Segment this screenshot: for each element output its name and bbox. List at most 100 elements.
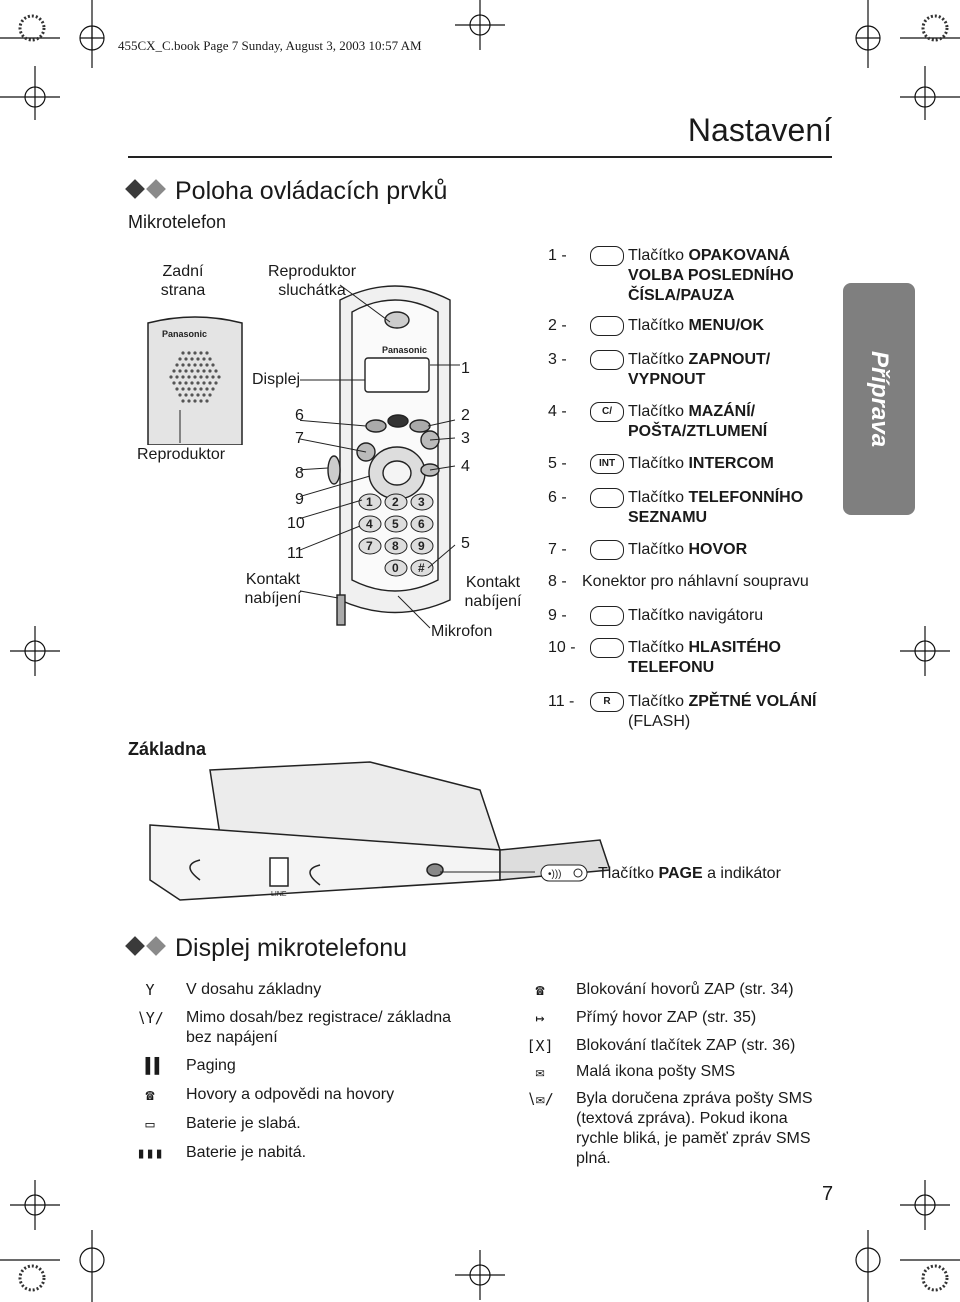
section-subtitle: Mikrotelefon — [128, 212, 227, 232]
antenna-flashing-icon: ∖Y∕ — [136, 1009, 164, 1027]
svg-text:LINE: LINE — [271, 891, 287, 898]
control-item-text: Tlačítko ZAPNOUT/ VYPNOUT — [628, 351, 771, 388]
keypad-key — [358, 537, 382, 555]
page-heading: Nastavení — [687, 112, 832, 148]
keypad-key-label: 2 — [392, 495, 399, 509]
antenna-icon: Y — [145, 981, 155, 999]
navigator-icon — [590, 606, 624, 626]
section-title: Poloha ovládacích prvků — [125, 177, 447, 206]
callout-9: 9 — [295, 491, 304, 508]
control-item-text: Tlačítko INTERCOM — [628, 455, 774, 472]
keypad-key — [358, 515, 382, 533]
control-item-number: 2 - — [548, 317, 567, 334]
base-illustration: LINE — [149, 761, 610, 901]
keypad-key-label: 3 — [418, 495, 425, 509]
keypad-key — [410, 537, 434, 555]
side-tab: Příprava — [843, 283, 915, 515]
direct-call-icon: ↦ — [535, 1009, 545, 1027]
speaker-icon — [590, 638, 624, 658]
keypad-key-label: 5 — [392, 517, 399, 531]
callout-2: 2 — [461, 407, 470, 424]
mail-icon: ✉ — [535, 1063, 545, 1081]
control-item-number: 7 - — [548, 541, 567, 558]
control-item-text: Konektor pro náhlavní soupravu — [582, 573, 809, 590]
clear-mail-icon: C/ — [590, 402, 624, 422]
control-item-number: 10 - — [548, 639, 576, 656]
control-item-number: 11 - — [548, 693, 575, 710]
legend-text: Blokování hovorů ZAP (str. 34) — [576, 981, 794, 998]
control-item-number: 8 - — [548, 573, 567, 590]
callout-3: 3 — [461, 430, 470, 447]
display-label: Displej — [252, 371, 301, 388]
page-button-label: Tlačítko PAGE a indikátor — [598, 865, 781, 882]
keypad-key — [384, 515, 408, 533]
keypad-key-label: 9 — [418, 539, 425, 553]
charge-contact-right-label: Kontakt nabíjení — [464, 574, 522, 610]
control-item-number: 3 - — [548, 351, 567, 368]
paging-icon: ▐▐ — [140, 1057, 160, 1075]
battery-full-icon: ▮▮▮ — [136, 1144, 164, 1162]
control-item-text: Tlačítko MENU/OK — [628, 317, 765, 334]
callout-4: 4 — [461, 458, 470, 475]
control-item-number: 5 - — [548, 455, 567, 472]
legend-text: Přímý hovor ZAP (str. 35) — [576, 1009, 757, 1026]
keypad-key-label: 8 — [392, 539, 399, 553]
page-button-icon: •))) — [540, 864, 588, 882]
power-icon — [590, 350, 624, 370]
callout-5: 5 — [461, 535, 470, 552]
charge-contact-left-label: Kontakt nabíjení — [244, 571, 302, 607]
call-block-icon: ☎ — [535, 981, 545, 999]
control-item-number: 9 - — [548, 607, 567, 624]
svg-text:Panasonic: Panasonic — [162, 329, 207, 339]
control-item-number: 6 - — [548, 489, 567, 506]
page-number: 7 — [822, 1183, 834, 1205]
keypad-key-label: 7 — [366, 539, 373, 553]
redial-icon — [590, 246, 624, 266]
speaker-label: Reproduktor — [137, 446, 226, 463]
diamond-icon — [125, 179, 145, 199]
callout-8: 8 — [295, 465, 304, 482]
callout-11: 11 — [287, 545, 304, 562]
svg-text:•))): •))) — [548, 869, 562, 880]
keypad-key — [384, 493, 408, 511]
legend-text: Mimo dosah/bez registrace/ základna bez … — [186, 1009, 452, 1046]
control-item-number: 4 - — [548, 403, 567, 420]
keypad-key-label: 0 — [392, 561, 399, 575]
ear-speaker-label: Reproduktor sluchátka — [267, 263, 357, 299]
keypad-key-label: 1 — [366, 495, 373, 509]
callout-1: 1 — [461, 360, 470, 377]
control-item-text: Tlačítko ZPĚTNÉ VOLÁNÍ (FLASH) — [628, 693, 817, 730]
control-item-text: Tlačítko OPAKOVANÁ VOLBA POSLEDNÍHO ČÍSL… — [628, 247, 794, 304]
callout-10: 10 — [287, 515, 305, 532]
legend-text: V dosahu základny — [186, 981, 322, 998]
control-item-text: Tlačítko HOVOR — [628, 541, 748, 558]
diamond-icon — [146, 179, 166, 199]
legend-text: Baterie je nabitá. — [186, 1144, 307, 1161]
keypad-key-label: 6 — [418, 517, 425, 531]
key-lock-icon: [X] — [526, 1037, 554, 1055]
control-item-text: Tlačítko TELEFONNÍHO SEZNAMU — [628, 489, 804, 526]
handset-icon: ☎ — [145, 1086, 155, 1104]
handset-back-illustration: Panasonic — [147, 316, 243, 445]
keypad-key — [384, 537, 408, 555]
legend-text: Hovory a odpovědi na hovory — [186, 1086, 395, 1103]
control-item-text: Tlačítko HLASITÉHO TELEFONU — [628, 639, 781, 676]
keypad-key — [358, 493, 382, 511]
legend-text: Malá ikona pošty SMS — [576, 1063, 736, 1080]
microphone-label: Mikrofon — [431, 623, 493, 640]
diamond-icon — [125, 936, 145, 956]
phonebook-icon — [590, 488, 624, 508]
control-item-text: Tlačítko navigátoru — [628, 607, 764, 624]
book-header: 455CX_C.book Page 7 Sunday, August 3, 20… — [118, 38, 422, 53]
back-label: Zadní strana — [160, 263, 206, 299]
section2-title: Displej mikrotelefonu — [125, 934, 407, 963]
mail-flashing-icon: ∖✉∕ — [526, 1090, 554, 1108]
menu-icon — [590, 316, 624, 336]
battery-low-icon: ▭ — [145, 1115, 155, 1133]
legend-text: Paging — [186, 1057, 236, 1074]
callout-6: 6 — [295, 407, 304, 424]
keypad-key — [410, 559, 434, 577]
heading-rule — [128, 156, 832, 158]
